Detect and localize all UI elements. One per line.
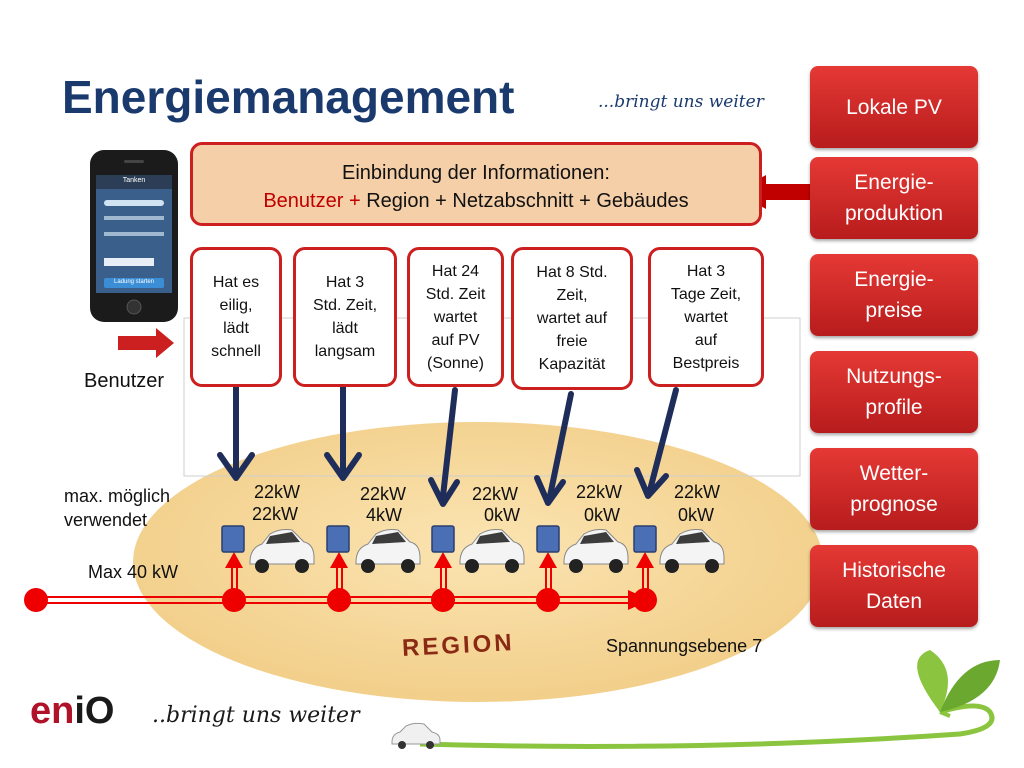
sidebar-item-energieproduktion[interactable]: Energie- produktion [810,157,978,239]
page-title: Energiemanagement [62,71,515,123]
region-label: REGION [401,629,516,662]
user-arrow [118,328,174,358]
info-line2: Benutzer + Region + Netzabschnitt + Gebä… [193,187,759,215]
info-box: Einbindung der Informationen: Benutzer +… [190,142,762,226]
charger-1-used: 22kW [251,504,298,524]
sidebar-item-nutzungsprofile[interactable]: Nutzungs- profile [810,351,978,433]
charger-3-max: 22kW [471,484,518,504]
navy-arrows [233,383,679,499]
info-rest: Region + Netzabschnitt + Gebäudes [360,190,689,212]
smartphone [90,150,178,322]
spannung-label: Spannungsebene 7 [606,636,763,656]
callout-3tage: Hat 3 Tage Zeit, wartet auf Bestpreis [648,247,764,387]
enio-logo: eniO [30,690,115,732]
sidebar-item-energiepreise[interactable]: Energie- preise [810,254,978,336]
callout-8std: Hat 8 Std. Zeit, wartet auf freie Kapazi… [511,247,633,390]
callout-24std: Hat 24 Std. Zeit wartet auf PV (Sonne) [407,247,504,387]
info-benutzer: Benutzer + [263,190,361,212]
max-total-label: Max 40 kW [88,562,179,582]
charger-5-max: 22kW [673,482,720,502]
max-possible-label: max. möglich verwendet [64,486,171,530]
green-swoosh [391,650,1000,749]
sidebar-item-historische-daten[interactable]: Historische Daten [810,545,978,627]
sidebar-item-lokale-pv[interactable]: Lokale PV [810,66,978,148]
feeders [225,552,654,598]
charger-2-used: 4kW [366,505,402,525]
info-line1: Einbindung der Informationen: [342,162,610,184]
logo-tagline: ..bringt uns weiter [152,703,360,728]
callout-3std: Hat 3 Std. Zeit, lädt langsam [293,247,397,387]
header-tagline: ...bringt uns weiter [598,92,764,112]
navy-arrowheads [217,452,669,507]
benutzer-label: Benutzer [84,370,165,392]
charger-3-used: 0kW [484,505,520,525]
charger-4-max: 22kW [575,482,622,502]
charger-2-max: 22kW [359,484,406,504]
charger-1-max: 22kW [253,482,300,502]
phone-start-button[interactable]: Ladung starten [113,279,155,285]
cars [249,529,725,573]
charger-4-used: 0kW [584,505,620,525]
charger-boxes [221,525,657,553]
callout-eilig: Hat es eilig, lädt schnell [190,247,282,387]
phone-header: Tanken [122,177,146,184]
sidebar-item-wetterprognose[interactable]: Wetter- prognose [810,448,978,530]
charger-5-used: 0kW [678,505,714,525]
